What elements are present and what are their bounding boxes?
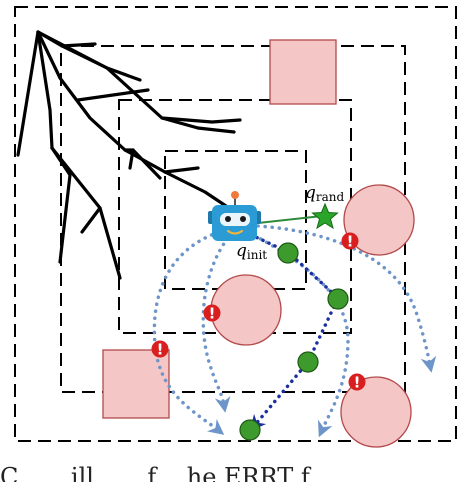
- tree-branch: [163, 166, 200, 174]
- obstacle-circle-right: [343, 184, 415, 256]
- boundary-outer: [14, 6, 457, 442]
- rrt-diagram: ! ! ! ! qrand qinit: [14, 6, 457, 448]
- tree-branch: [105, 66, 142, 82]
- prediction-path: [201, 231, 234, 413]
- collision-warnings: ! ! ! !: [151, 232, 366, 392]
- tree-branch: [196, 126, 236, 134]
- tree-branch: [16, 30, 40, 157]
- warning-icon: !: [341, 232, 359, 251]
- tree-branch: [36, 30, 54, 150]
- obstacle-square-top: [269, 39, 337, 105]
- svg-text:!: !: [347, 233, 354, 251]
- rrt-tree: [16, 30, 242, 280]
- extension-edge: [257, 215, 323, 224]
- tree-branch: [76, 88, 150, 102]
- label-q-init: qinit: [236, 241, 267, 262]
- prediction-path: [256, 224, 437, 373]
- path-node: [277, 242, 299, 264]
- tree-branch: [80, 206, 102, 234]
- obstacle-circle-bottom: [340, 376, 412, 448]
- path-node: [327, 288, 349, 310]
- planned-path: [243, 230, 341, 432]
- path-node: [297, 351, 319, 373]
- tree-branch: [160, 116, 200, 130]
- warning-icon: !: [151, 340, 169, 359]
- tree-branch: [50, 146, 122, 280]
- obstacle-circle-center: [210, 274, 282, 346]
- obstacles: [102, 39, 415, 448]
- prediction-path: [152, 228, 227, 435]
- predicted-trajectories: [152, 224, 437, 438]
- svg-text:!: !: [354, 374, 361, 392]
- path-nodes: [239, 242, 349, 441]
- label-q-rand: qrand: [305, 183, 345, 204]
- robot-icon: [208, 191, 261, 241]
- tree-branch: [128, 148, 135, 170]
- svg-text:!: !: [157, 341, 164, 359]
- boundary-2: [60, 45, 406, 393]
- tree-branch: [36, 30, 97, 48]
- figure-caption: C... ...ill... ...f ...he ERRT f...: [0, 463, 332, 482]
- svg-text:!: !: [209, 305, 216, 323]
- warning-icon: !: [348, 373, 366, 392]
- path-node: [239, 419, 261, 441]
- warning-icon: !: [203, 304, 221, 323]
- star-icon: [311, 202, 339, 230]
- prediction-path: [246, 230, 350, 438]
